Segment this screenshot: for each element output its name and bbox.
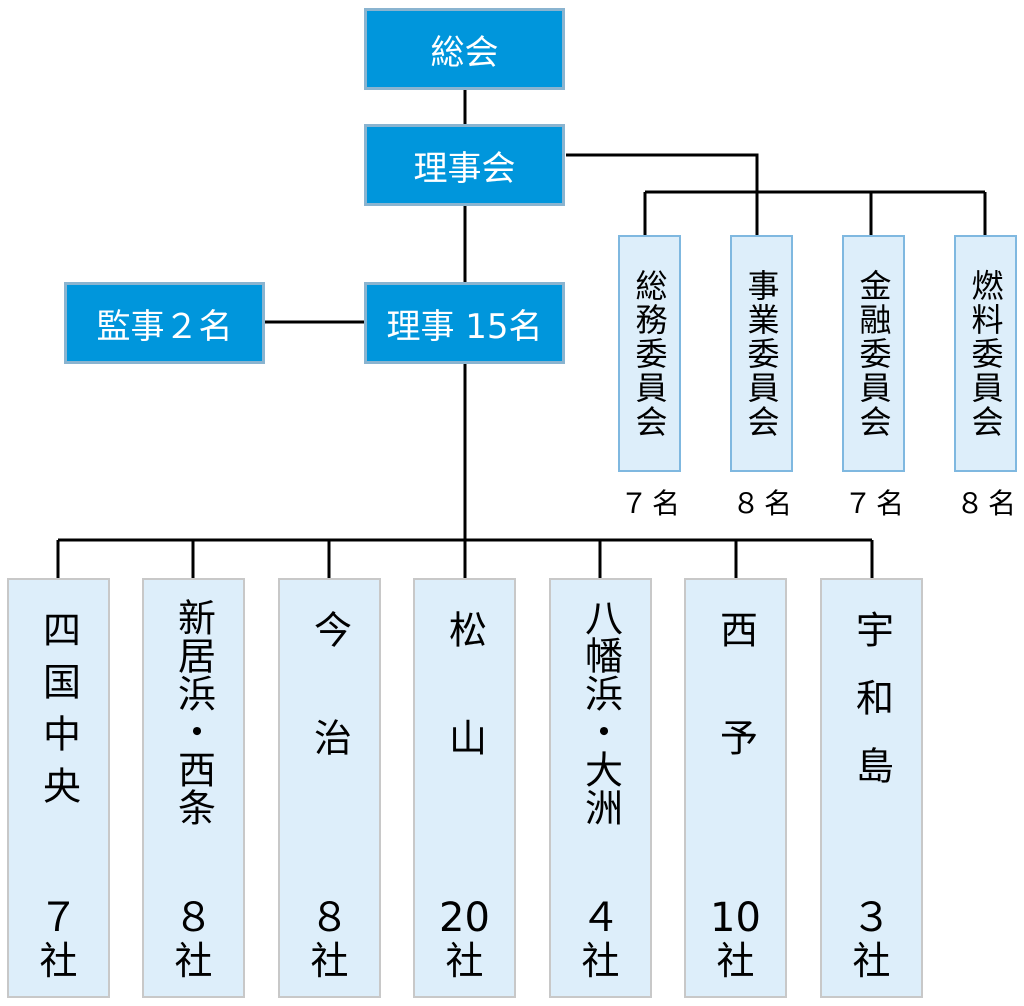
committee-members: ８名 [731, 487, 796, 520]
general-meeting-label: 総会 [430, 32, 499, 73]
branch-matsuyama: 松山 20 社 [413, 578, 516, 998]
branch-name: 今治 [307, 610, 352, 826]
branch-count: ７ [38, 895, 79, 941]
committee-name: 総務委員会 [630, 268, 669, 439]
committee-members: ８名 [955, 487, 1020, 520]
committee-business: 事業委員会 [730, 235, 793, 472]
branch-yawatahama-ozu: 八幡浜・大洲 ４ 社 [549, 578, 652, 998]
line-board-to-committees [566, 153, 759, 235]
general-meeting-box: 総会 [364, 8, 565, 90]
committee-name: 事業委員会 [742, 268, 781, 439]
branch-name: 四国中央 [36, 610, 81, 818]
committee-members: ７名 [619, 487, 684, 520]
branch-name: 松山 [442, 610, 487, 826]
committee-name: 金融委員会 [854, 268, 893, 439]
board-box: 理事会 [364, 124, 565, 206]
committee-finance: 金融委員会 [842, 235, 905, 472]
branch-count: ３ [851, 895, 892, 941]
branch-name: 西予 [713, 610, 758, 826]
auditors-box: 監事２名 [64, 282, 265, 364]
branch-count: 10 [710, 895, 761, 941]
branch-imabari: 今治 ８ 社 [278, 578, 381, 998]
committee-name: 燃料委員会 [966, 268, 1005, 439]
branch-seiyo: 西予 10 社 [684, 578, 787, 998]
branch-shikokuchuo: 四国中央 ７ 社 [7, 578, 110, 998]
committee-general-affairs: 総務委員会 [618, 235, 681, 472]
branch-unit: 社 [581, 939, 620, 983]
branch-unit: 社 [445, 939, 484, 983]
branch-unit: 社 [716, 939, 755, 983]
branch-unit: 社 [310, 939, 349, 983]
directors-label: 理事 15名 [386, 306, 543, 347]
committee-members: ７名 [843, 487, 908, 520]
board-label: 理事会 [413, 148, 516, 189]
branch-unit: 社 [39, 939, 78, 983]
branch-count: 20 [439, 895, 490, 941]
branch-unit: 社 [174, 939, 213, 983]
branch-name: 宇和島 [849, 610, 894, 814]
branch-niihama-saijo: 新居浜・西条 ８ 社 [142, 578, 245, 998]
branch-uwajima: 宇和島 ３ 社 [820, 578, 923, 998]
auditors-label: 監事２名 [96, 306, 233, 347]
directors-box: 理事 15名 [364, 282, 565, 364]
branch-name: 八幡浜・大洲 [578, 598, 623, 826]
branch-count: ８ [309, 895, 350, 941]
branch-count: ８ [173, 895, 214, 941]
branch-unit: 社 [852, 939, 891, 983]
committee-fuel: 燃料委員会 [954, 235, 1017, 472]
branch-name: 新居浜・西条 [171, 598, 216, 826]
branch-count: ４ [580, 895, 621, 941]
